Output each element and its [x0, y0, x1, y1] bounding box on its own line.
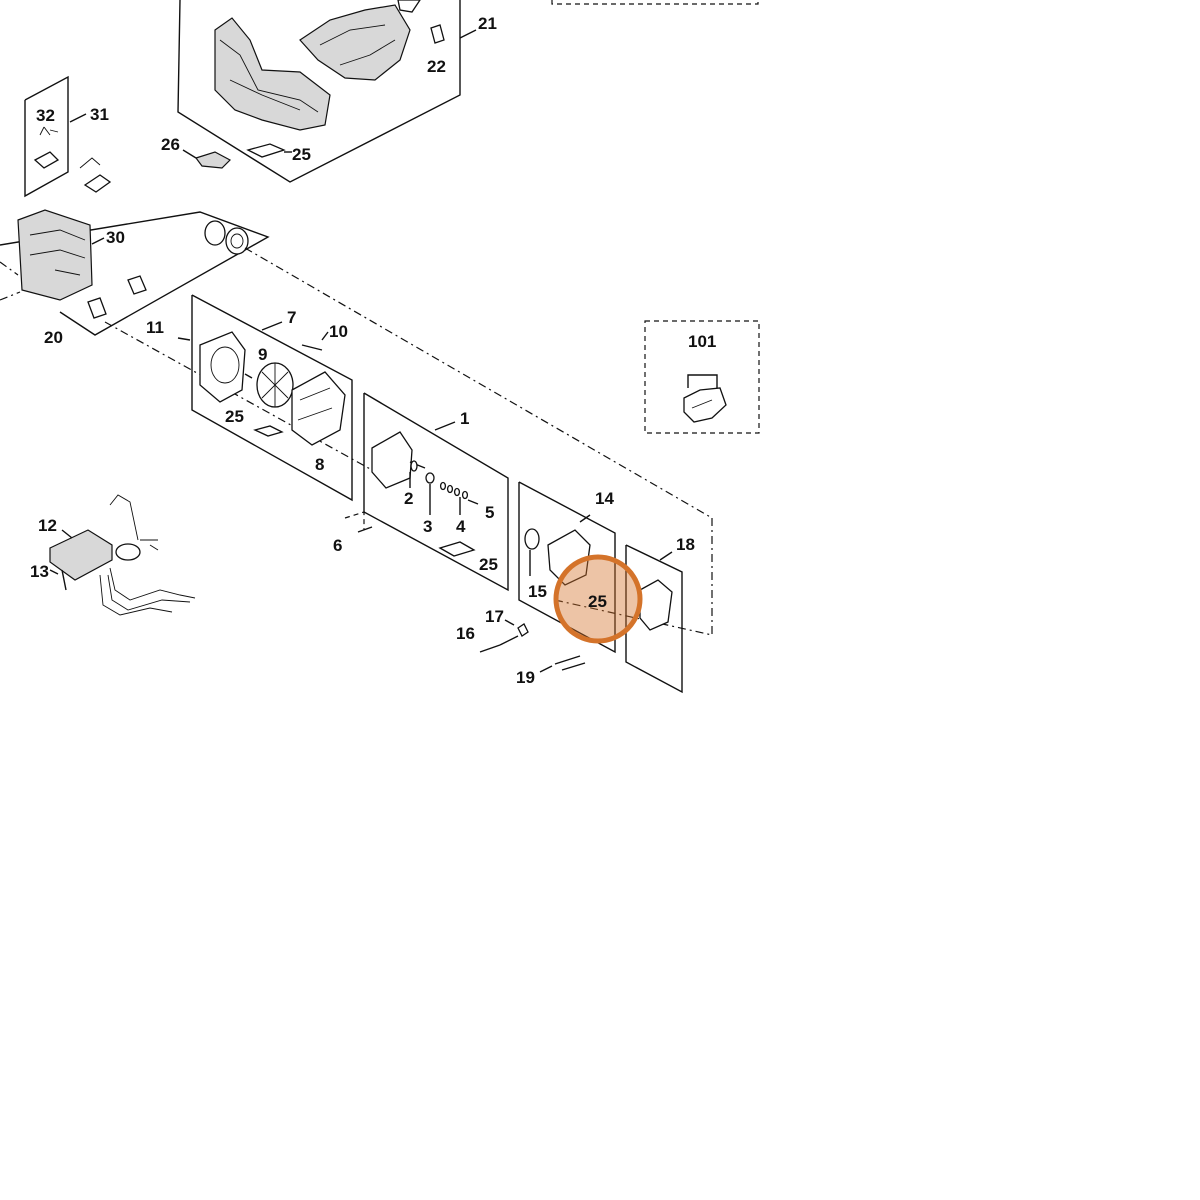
- part-label-3: 3: [423, 517, 432, 536]
- part-label-17: 17: [485, 607, 504, 626]
- part-label-32: 32: [36, 106, 55, 125]
- part-label-15: 15: [528, 582, 547, 601]
- part-label-101: 101: [688, 332, 716, 351]
- part-label-18: 18: [676, 535, 695, 554]
- part-label-20: 20: [44, 328, 63, 347]
- part-label-31: 31: [90, 105, 109, 124]
- part-label-1: 1: [460, 409, 469, 428]
- part-label-7: 7: [287, 308, 296, 327]
- group-30-20: [0, 209, 270, 336]
- housing-group: [177, 0, 477, 183]
- group-31-32: [24, 75, 112, 198]
- group-7-8-9: [177, 294, 353, 502]
- part-label-2: 2: [404, 489, 413, 508]
- part-label-30: 30: [106, 228, 125, 247]
- part-label-21: 21: [478, 14, 497, 33]
- part-label-11: 11: [146, 318, 164, 337]
- part-label-25-mid: 25: [479, 555, 498, 574]
- part-label-6: 6: [333, 536, 342, 555]
- axis-line-lower: [104, 321, 373, 471]
- dashed-frame-top-right: [551, 0, 759, 5]
- highlight-circle: [553, 554, 643, 644]
- group-101: [644, 320, 760, 434]
- part-label-26: 26: [161, 135, 180, 154]
- part-label-5: 5: [485, 503, 494, 522]
- group-1-5: [344, 392, 509, 592]
- part-label-8: 8: [315, 455, 324, 474]
- part-label-13: 13: [30, 562, 49, 581]
- group-14-18: [479, 481, 683, 694]
- part-label-25-left: 25: [225, 407, 244, 426]
- part-label-14: 14: [595, 489, 614, 508]
- part-label-9: 9: [258, 345, 267, 364]
- part-label-16: 16: [456, 624, 475, 643]
- part-label-25-top: 25: [292, 145, 311, 164]
- part-label-22: 22: [427, 57, 446, 76]
- part-label-19: 19: [516, 668, 535, 687]
- part-label-25-highlight: 25: [588, 592, 607, 611]
- part-label-4: 4: [456, 517, 466, 536]
- part-label-10: 10: [329, 322, 348, 341]
- group-12-13: [49, 494, 196, 616]
- part-label-12: 12: [38, 516, 57, 535]
- part-labels: 21 22 32 31 26 25 30 20 11 7 10 9 25 8 1…: [30, 14, 716, 687]
